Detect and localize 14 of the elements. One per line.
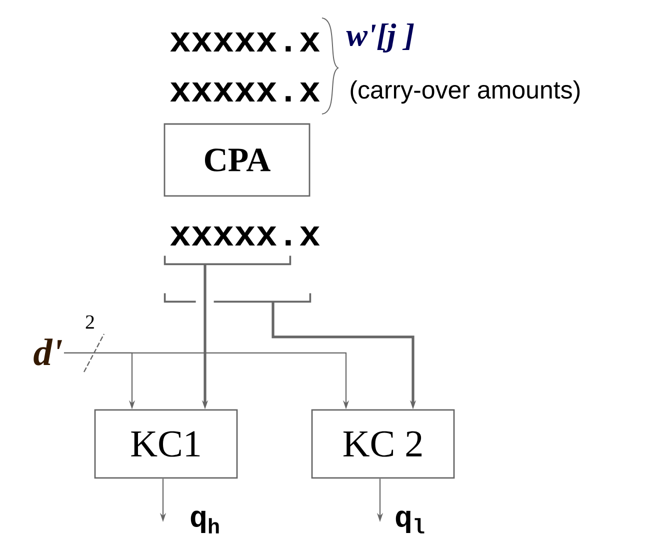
output-label: q$_{l}$ (396, 510, 424, 534)
process-box: KC1 (94, 409, 238, 479)
variable-label: w'[j ] (346, 24, 414, 52)
process-box: KC 2 (311, 409, 455, 479)
input-label: d' (34, 338, 62, 366)
number-pattern: xxxxx.x (170, 82, 320, 102)
number-pattern: xxxxx.x (170, 32, 320, 52)
output-label: q$_{h}$ (190, 510, 219, 534)
bracket (164, 292, 312, 303)
annotation: (carry-over amounts) (350, 80, 580, 104)
process-box: CPA (164, 123, 310, 197)
bus-label: 2 (86, 315, 94, 329)
number-pattern: xxxxx.x (170, 226, 320, 246)
bracket (164, 256, 292, 266)
